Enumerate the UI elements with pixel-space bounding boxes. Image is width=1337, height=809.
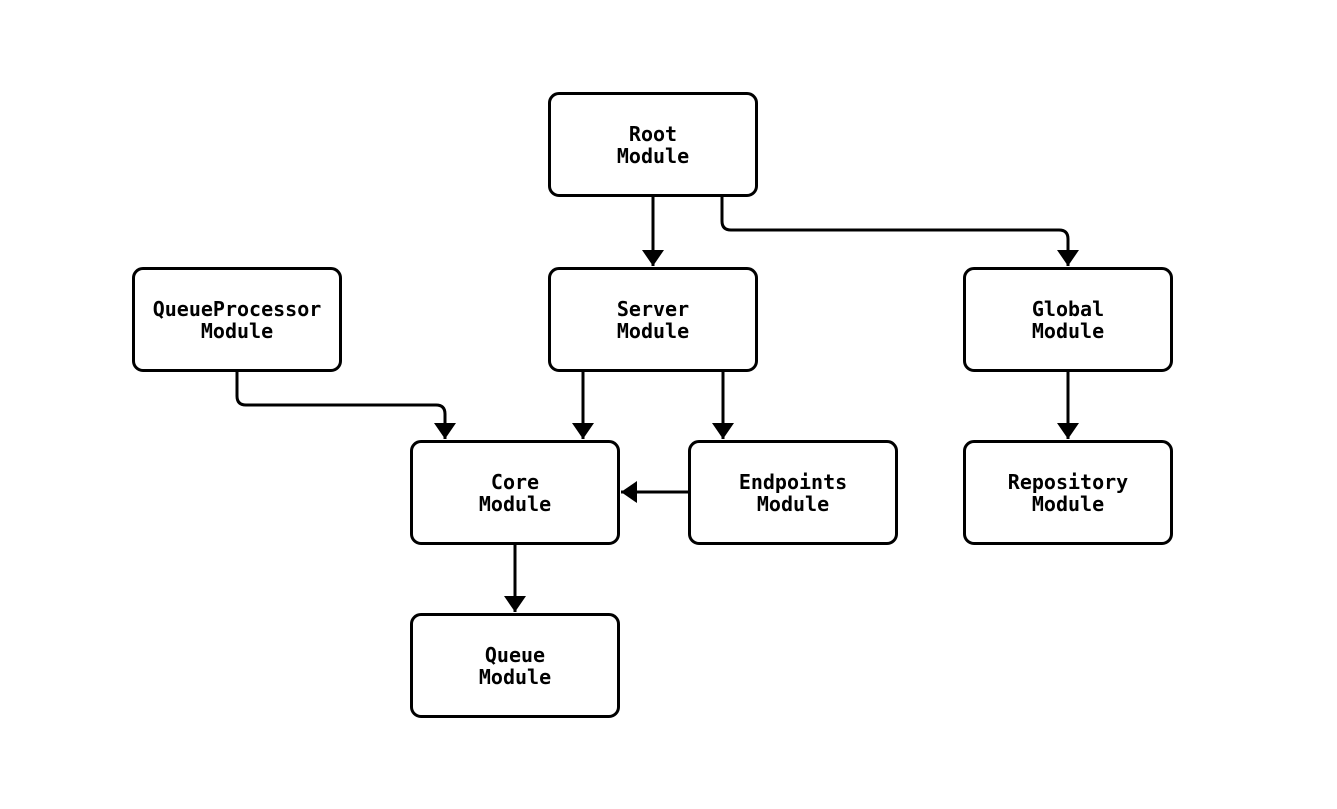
edge-root-module-to-global-module [720,197,1079,266]
node-label-line: Endpoints [738,469,848,494]
node-label-line: Server [616,296,690,321]
node-label-line: Module [1031,491,1105,516]
node-label-line: QueueProcessor [152,296,322,321]
node-label-line: Module [616,143,690,168]
node-label-line: Queue [484,642,546,667]
node-label-line: Core [490,469,540,494]
node-label-line: Global [1031,296,1105,321]
node-label-line: Module [756,491,830,516]
node-label-line: Module [616,318,690,343]
node-label-line: Module [200,318,274,343]
node-label-line: Repository [1007,469,1129,494]
node-label-line: Module [478,491,552,516]
edge-queueprocessor-module-to-core-module [235,372,456,439]
node-label-line: Root [628,121,678,146]
node-label-line: Module [1031,318,1105,343]
node-label-line: Module [478,664,552,689]
